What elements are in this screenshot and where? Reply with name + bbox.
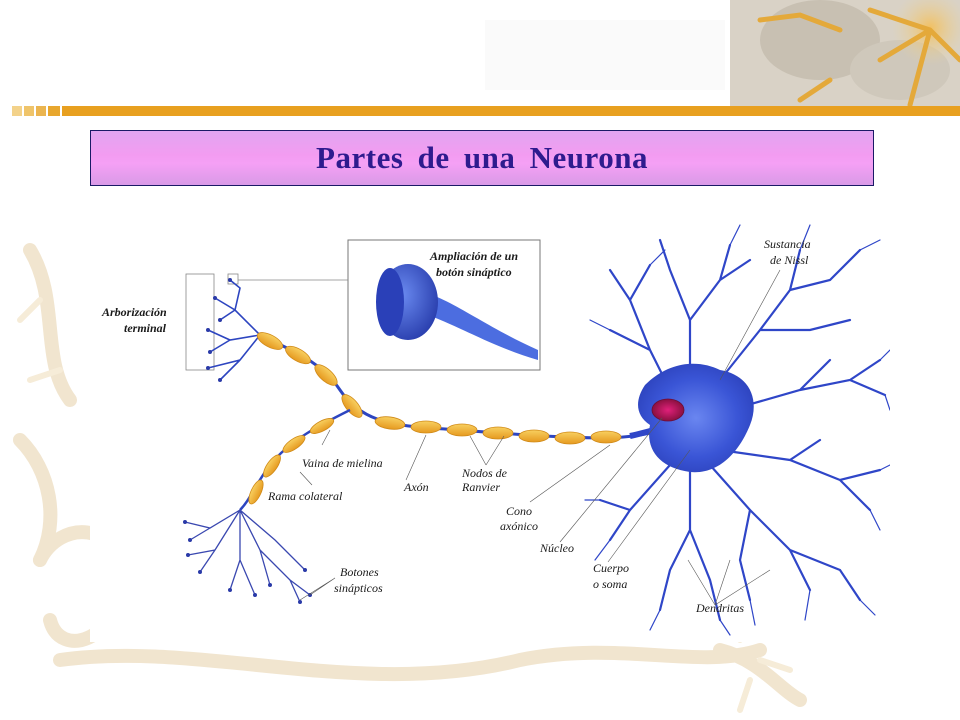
label-ampliacion-1: Ampliación de un — [429, 249, 518, 263]
label-rama: Rama colateral — [267, 489, 343, 503]
label-cuerpo-2: o soma — [593, 577, 627, 591]
neuron-diagram: Arborización terminal Ampliación de un b… — [90, 210, 890, 642]
label-arborizacion-2: terminal — [124, 321, 167, 335]
label-cuerpo-1: Cuerpo — [593, 561, 629, 575]
label-vaina: Vaina de mielina — [302, 456, 383, 470]
title-banner: Partes de una Neurona — [90, 130, 874, 186]
label-botones-1: Botones — [340, 565, 379, 579]
label-nucleo: Núcleo — [539, 541, 574, 555]
header-divider — [0, 106, 960, 116]
label-cono-2: axónico — [500, 519, 538, 533]
label-axon: Axón — [403, 480, 429, 494]
label-dendritas: Dendritas — [695, 601, 744, 615]
label-cono-1: Cono — [506, 504, 532, 518]
label-sustancia-2: de Nissl — [770, 253, 809, 267]
label-nodos-2: Ranvier — [461, 480, 500, 494]
nucleus — [651, 398, 685, 422]
slide-title: Partes de una Neurona — [316, 140, 648, 175]
label-ampliacion-2: botón sináptico — [436, 265, 512, 279]
label-botones-2: sinápticos — [334, 581, 383, 595]
label-nodos-1: Nodos de — [461, 466, 508, 480]
label-arborizacion-1: Arborización — [101, 305, 167, 319]
soma — [638, 363, 754, 473]
label-sustancia-1: Sustancia — [764, 237, 811, 251]
terminal-arborization-box — [185, 273, 215, 371]
